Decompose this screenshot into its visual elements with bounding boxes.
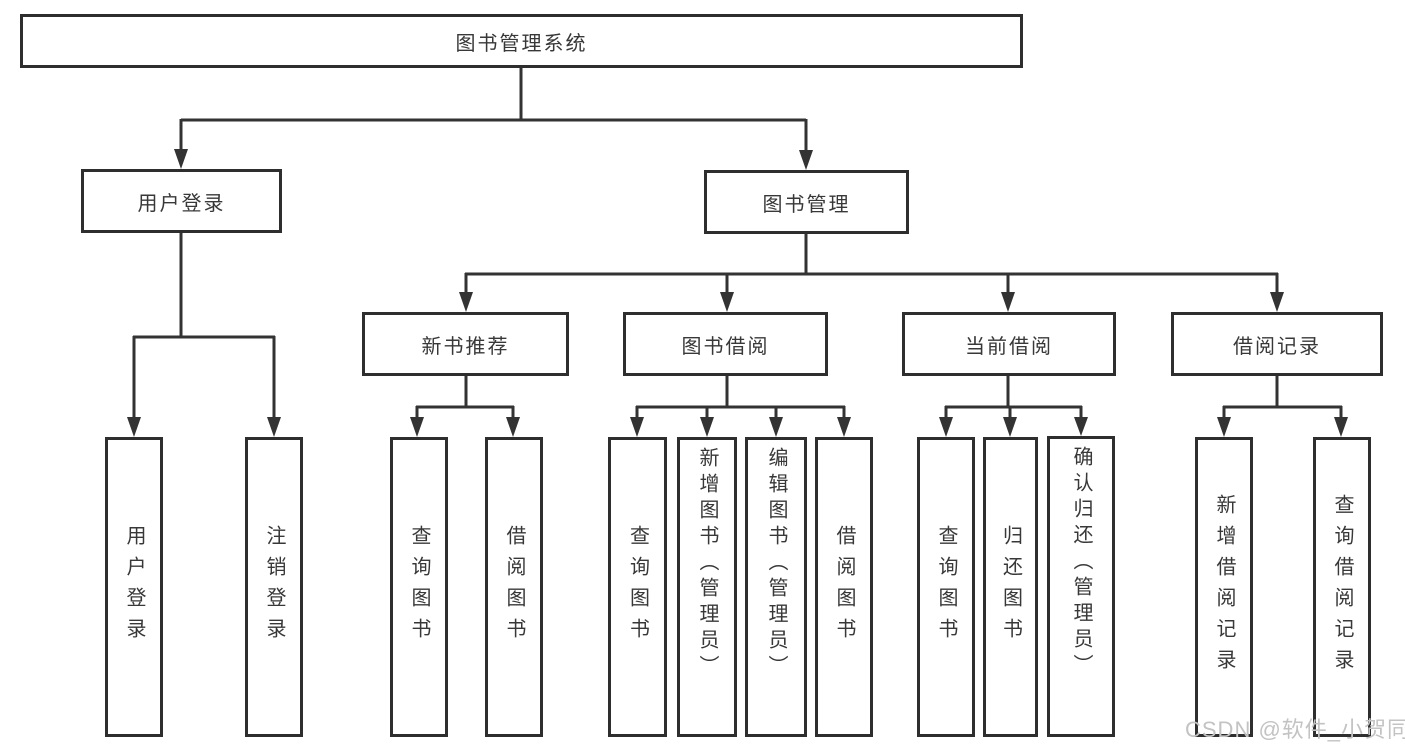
leaf-confirm-return-admin: 确认归还（管理员） [1047,436,1115,737]
leaf-user-login: 用户登录 [105,437,163,737]
node-current-borrow: 当前借阅 [902,312,1116,376]
node-borrow-records: 借阅记录 [1171,312,1383,376]
node-book-borrow: 图书借阅 [623,312,828,376]
leaf-query-books-recommend: 查询图书 [390,437,448,737]
leaf-query-books-current: 查询图书 [917,437,975,737]
leaf-borrow-books-recommend: 借阅图书 [485,437,543,737]
leaf-edit-books-admin: 编辑图书（管理员） [745,437,807,737]
leaf-add-books-admin: 新增图书（管理员） [677,437,737,737]
leaf-return-books: 归还图书 [983,437,1038,737]
node-book-management-system: 图书管理系统 [20,14,1023,68]
arrowheads [127,149,1348,437]
leaf-borrow-books: 借阅图书 [815,437,873,737]
node-user-login: 用户登录 [81,169,282,233]
node-book-management: 图书管理 [704,170,909,234]
leaf-logout: 注销登录 [245,437,303,737]
node-new-book-recommend: 新书推荐 [362,312,569,376]
leaf-query-borrow-record: 查询借阅记录 [1313,437,1371,737]
leaf-query-books-borrow: 查询图书 [608,437,667,737]
leaf-add-borrow-record: 新增借阅记录 [1195,437,1253,737]
csdn-watermark: CSDN @软件_小贺同学 [1185,717,1405,742]
